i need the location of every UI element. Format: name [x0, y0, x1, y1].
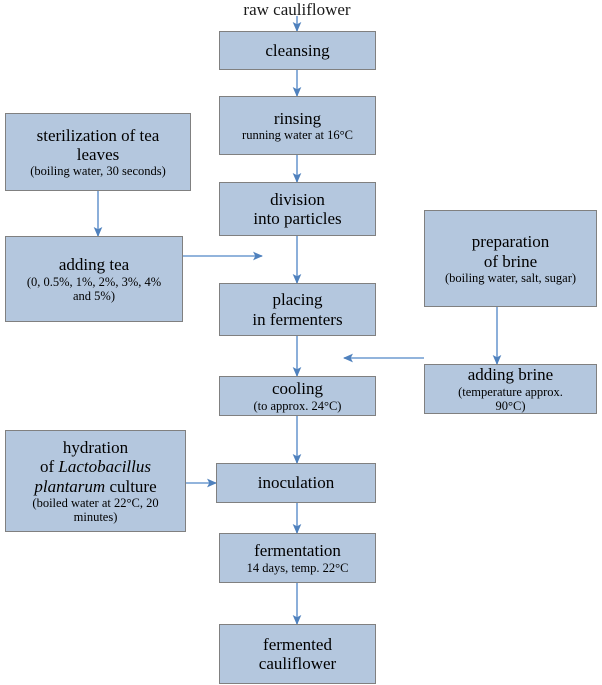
node-inoculation-label: inoculation	[257, 473, 335, 493]
node-product-label-line2: cauliflower	[258, 654, 337, 673]
node-cooling[interactable]: cooling (to approx. 24°C)	[219, 376, 376, 416]
node-adding-brine-sublabel-line2: 90°C)	[495, 398, 526, 413]
node-hydration-sublabel-line2: minutes)	[73, 510, 118, 525]
node-division-label-line1: division	[270, 189, 325, 209]
node-adding-brine[interactable]: adding brine (temperature approx. 90°C)	[424, 364, 597, 414]
node-fermentation-label: fermentation	[254, 541, 341, 561]
node-cleansing[interactable]: cleansing	[219, 31, 376, 70]
node-hydration-lactobacillus[interactable]: hydration of Lactobacillus plantarum cul…	[5, 430, 186, 532]
node-hydration-label-line2: of Lactobacillus	[40, 457, 151, 476]
node-adding-tea[interactable]: adding tea (0, 0.5%, 1%, 2%, 3%, 4% and …	[5, 236, 183, 322]
node-hydration-sublabel-line1: (boiled water at 22°C, 20	[32, 496, 159, 511]
node-preparation-label-line2: of brine	[483, 251, 538, 271]
node-placing-in-fermenters[interactable]: placing in fermenters	[219, 283, 376, 336]
node-preparation-sublabel: (boiling water, salt, sugar)	[444, 270, 577, 285]
node-hydration-label-line1: hydration	[62, 437, 129, 457]
node-rinsing-sublabel: running water at 16°C	[242, 128, 353, 143]
node-adding-brine-sublabel-line1: (temperature approx.	[458, 384, 563, 399]
node-product-label-line1: fermented	[263, 634, 332, 654]
hydration-of-text: of	[40, 457, 59, 477]
hydration-species-text: plantarum	[34, 476, 106, 496]
node-placing-label-line2: in fermenters	[252, 309, 343, 329]
node-sterilization-label-line1: sterilization of tea	[36, 125, 160, 145]
node-adding-brine-label: adding brine	[467, 365, 554, 385]
node-fermented-cauliflower[interactable]: fermented cauliflower	[219, 624, 376, 684]
node-sterilization-label-line2: leaves	[76, 145, 120, 164]
hydration-culture-text: culture	[105, 476, 157, 496]
node-hydration-label-line3: plantarum culture	[34, 477, 156, 496]
node-rinsing[interactable]: rinsing running water at 16°C	[219, 96, 376, 155]
node-fermentation-sublabel: 14 days, temp. 22°C	[246, 560, 349, 575]
node-preparation-label-line1: preparation	[471, 232, 550, 252]
page-title: raw cauliflower	[222, 0, 372, 20]
node-sterilization-sublabel: (boiling water, 30 seconds)	[30, 164, 166, 179]
node-fermentation[interactable]: fermentation 14 days, temp. 22°C	[219, 533, 376, 583]
title-text: raw cauliflower	[243, 0, 351, 19]
node-sterilization-of-tea-leaves[interactable]: sterilization of tea leaves (boiling wat…	[5, 113, 191, 191]
node-division-label-line2: into particles	[253, 209, 342, 228]
node-adding-tea-sublabel-line1: (0, 0.5%, 1%, 2%, 3%, 4%	[26, 274, 162, 289]
node-adding-tea-sublabel-line2: and 5%)	[73, 288, 115, 303]
node-adding-tea-label: adding tea	[58, 255, 130, 275]
hydration-genus-text: Lactobacillus	[58, 457, 151, 477]
node-rinsing-label: rinsing	[273, 108, 322, 128]
node-cleansing-label: cleansing	[265, 40, 330, 60]
node-cooling-sublabel: (to approx. 24°C)	[253, 398, 342, 413]
node-inoculation[interactable]: inoculation	[216, 463, 376, 503]
node-placing-label-line1: placing	[272, 290, 323, 310]
node-cooling-label: cooling	[272, 379, 323, 399]
node-preparation-of-brine[interactable]: preparation of brine (boiling water, sal…	[424, 210, 597, 307]
node-division-into-particles[interactable]: division into particles	[219, 182, 376, 236]
